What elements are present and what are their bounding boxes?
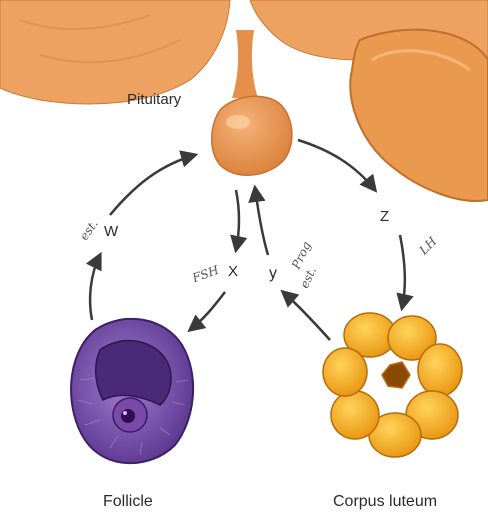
label-z: Z xyxy=(380,208,389,225)
arrow-y-to-pituitary xyxy=(255,188,268,255)
note-x: FSH xyxy=(189,263,221,286)
note-w: est. xyxy=(77,217,101,243)
label-corpus-luteum: Corpus luteum xyxy=(333,493,437,510)
label-x: X xyxy=(228,263,238,280)
arrow-corpus-to-y xyxy=(283,292,330,340)
brain-side-lobe xyxy=(350,30,488,201)
corpus-luteum-cluster xyxy=(323,313,462,457)
arrow-pituitary-to-x xyxy=(236,190,239,250)
label-pituitary: Pituitary xyxy=(127,91,182,108)
arrow-pituitary-to-z xyxy=(298,140,375,190)
label-follicle: Follicle xyxy=(103,493,153,510)
follicle-cell xyxy=(71,319,193,463)
arrow-z-to-corpus xyxy=(400,235,405,308)
note-z: LH xyxy=(416,234,440,258)
pituitary-gland xyxy=(212,30,292,175)
arrow-follicle-to-w xyxy=(90,255,100,320)
label-y: y xyxy=(269,265,277,282)
label-w: W xyxy=(104,223,119,240)
arrow-w-to-pituitary xyxy=(110,155,195,215)
arrow-x-to-follicle xyxy=(190,292,225,330)
